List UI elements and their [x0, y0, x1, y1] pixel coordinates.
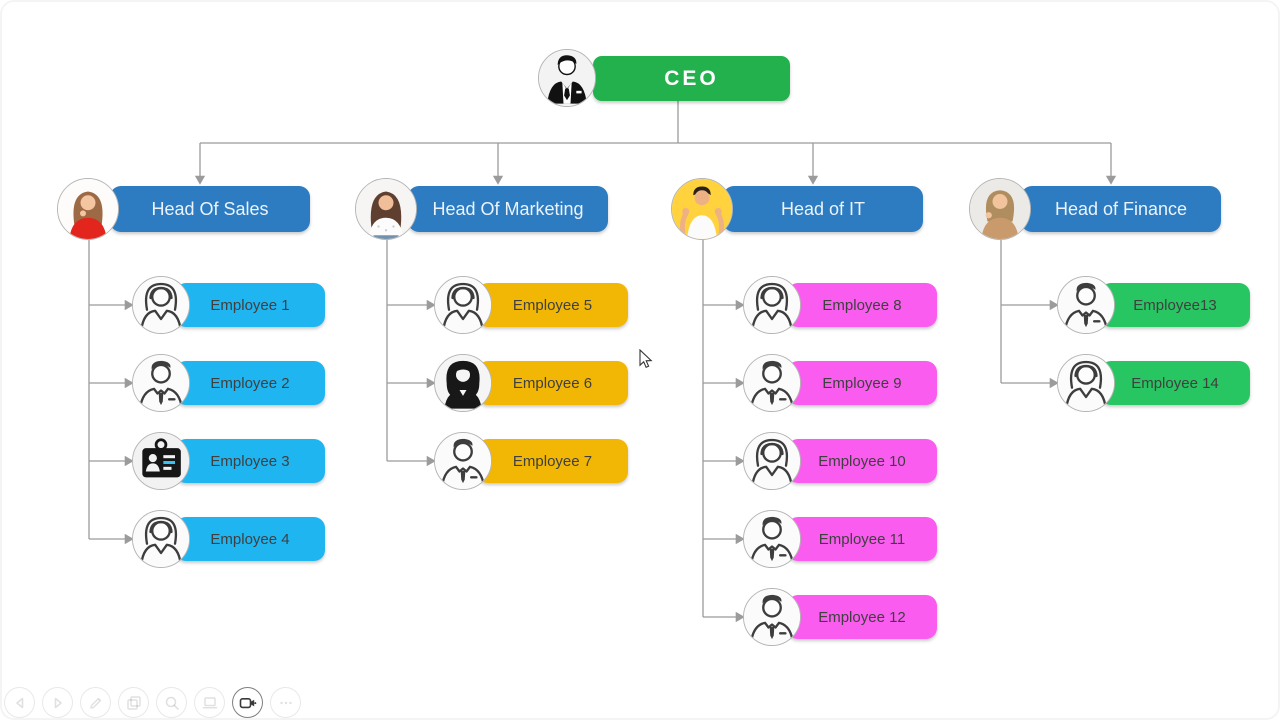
man-outline-icon [743, 354, 801, 412]
org-node-head-2[interactable]: Head of IT [723, 186, 923, 232]
org-node-employee-2-0[interactable]: Employee 8 [787, 283, 937, 327]
more-options-button[interactable] [270, 687, 301, 718]
photo-woman-tan-sweater [969, 178, 1031, 240]
photo-woman-dotted-top [355, 178, 417, 240]
man-outline-icon [1057, 276, 1115, 334]
back-button[interactable] [4, 687, 35, 718]
woman-outline-icon [434, 276, 492, 334]
businessman-flat-icon [538, 49, 596, 107]
pencil-icon [89, 697, 101, 709]
node-label: Employee 14 [1131, 374, 1219, 392]
mouse-cursor [639, 349, 653, 369]
node-label: Head of Finance [1054, 198, 1188, 219]
org-node-employee-1-2[interactable]: Employee 7 [477, 439, 628, 483]
man-outline-icon [743, 588, 801, 646]
man-outline-icon [132, 354, 190, 412]
org-node-employee-0-2[interactable]: Employee 3 [175, 439, 325, 483]
node-label: Employee 10 [818, 452, 906, 470]
org-node-employee-1-1[interactable]: Employee 6 [477, 361, 628, 405]
node-label: Employee 7 [512, 452, 593, 470]
more-icon [279, 701, 292, 704]
node-label: Employee 8 [822, 296, 902, 314]
woman-outline-icon [132, 510, 190, 568]
id-badge-icon [132, 432, 190, 490]
laptop-icon [202, 696, 217, 709]
org-node-employee-0-1[interactable]: Employee 2 [175, 361, 325, 405]
node-label: Employee 5 [512, 296, 593, 314]
node-label: Employee 12 [818, 608, 906, 626]
back-icon [15, 697, 23, 708]
photo-man-yellow-bg [671, 178, 733, 240]
node-label: Head Of Marketing [432, 198, 584, 219]
node-label: Employee 2 [210, 374, 290, 392]
play-button[interactable] [42, 687, 73, 718]
woman-silhouette-icon [434, 354, 492, 412]
woman-outline-icon [1057, 354, 1115, 412]
org-node-employee-1-0[interactable]: Employee 5 [477, 283, 628, 327]
org-node-employee-0-0[interactable]: Employee 1 [175, 283, 325, 327]
org-node-head-0[interactable]: Head Of Sales [110, 186, 310, 232]
org-node-employee-0-3[interactable]: Employee 4 [175, 517, 325, 561]
node-label: Employee13 [1133, 296, 1217, 314]
man-outline-icon [434, 432, 492, 490]
copy-slide-button[interactable] [118, 687, 149, 718]
node-label: Head Of Sales [151, 198, 269, 219]
node-label: Employee 4 [210, 530, 290, 548]
org-node-employee-2-4[interactable]: Employee 12 [787, 595, 937, 639]
record-video-button[interactable] [232, 687, 263, 718]
annotate-button[interactable] [80, 687, 111, 718]
woman-outline-icon [132, 276, 190, 334]
photo-woman-red-top [57, 178, 119, 240]
org-node-head-1[interactable]: Head Of Marketing [408, 186, 608, 232]
node-label: Employee 1 [210, 296, 290, 314]
node-label: Employee 11 [818, 530, 906, 548]
org-node-ceo[interactable]: CEO [593, 56, 790, 101]
org-node-employee-2-3[interactable]: Employee 11 [787, 517, 937, 561]
node-label: Employee 6 [512, 374, 593, 392]
play-icon [54, 697, 62, 708]
woman-outline-icon [743, 276, 801, 334]
org-node-employee-3-0[interactable]: Employee13 [1100, 283, 1250, 327]
bottom-toolbar [4, 687, 301, 718]
node-label: CEO [664, 66, 719, 90]
node-label: Head of IT [780, 198, 866, 219]
org-node-head-3[interactable]: Head of Finance [1021, 186, 1221, 232]
node-label: Employee 9 [822, 374, 902, 392]
zoom-button[interactable] [156, 687, 187, 718]
video-camera-icon [239, 697, 256, 708]
woman-outline-icon [743, 432, 801, 490]
org-node-employee-3-1[interactable]: Employee 14 [1100, 361, 1250, 405]
node-label: Employee 3 [210, 452, 290, 470]
org-node-employee-2-2[interactable]: Employee 10 [787, 439, 937, 483]
copy-icon [126, 695, 141, 710]
man-outline-icon [743, 510, 801, 568]
screen-button[interactable] [194, 687, 225, 718]
search-icon [165, 696, 179, 710]
org-node-employee-2-1[interactable]: Employee 9 [787, 361, 937, 405]
